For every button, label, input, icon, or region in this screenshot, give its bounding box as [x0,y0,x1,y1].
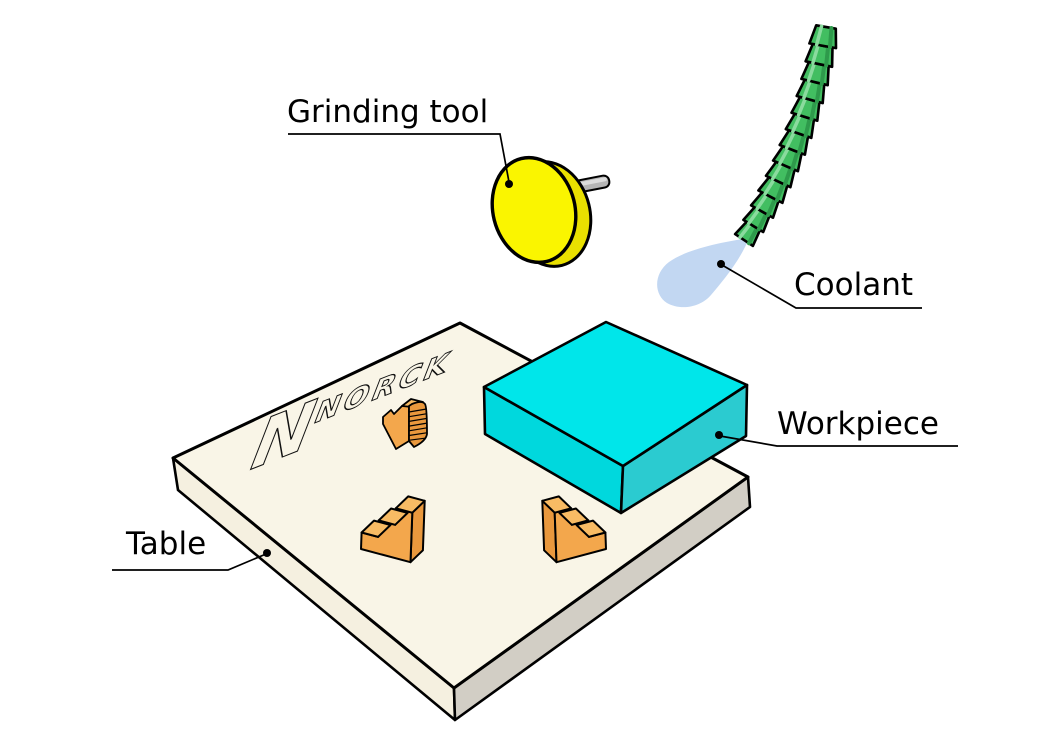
hose-segment-shade [770,162,784,181]
hose-segment-shade [778,146,790,166]
step-block-top-face [575,519,607,538]
hose-segment-shade [790,150,800,171]
step-block-top-face [377,507,409,526]
workpiece-leader-dot [715,431,723,439]
hose-segment-shade [782,166,793,187]
hose-segment-shade [824,44,831,68]
grinding-tool-leader-dot [505,180,513,188]
step-block-top-face [541,495,573,514]
hose-segment-shade [756,211,769,232]
hose-segment-shade [802,79,812,100]
hose-segment-shade [738,222,753,240]
grinding-tool-leader-line [288,133,510,183]
grinding-tool-group [490,155,611,268]
coolant-label: Coolant [794,267,913,303]
hose-segment-shade [796,96,808,117]
hose-segment-shade [755,192,769,211]
step-block-left [360,495,426,564]
grinding-tool-label: Grinding tool [287,94,489,130]
hose-segment-shade [774,182,786,203]
serration-ridges [408,408,428,441]
step-block-top-face [360,519,392,538]
step-block-right [541,495,607,564]
hose-segment-shade [814,81,822,104]
grinder-shaft-highlight [575,177,607,187]
coolant-leader-line [721,264,922,309]
table-label: Table [126,526,207,562]
hose-segment-shade [803,116,812,138]
hose-segment-shade [797,133,806,155]
hose-segment-shade [814,24,824,47]
hose-segment-shade [806,61,817,83]
hose-segment-shade [819,63,827,86]
hose-segment-shade [791,113,802,134]
grinding-wheel-face [490,155,578,265]
hose-segment-shade [747,207,761,225]
hose-segment-shade [827,25,834,50]
step-block-top-face [394,495,426,514]
hose-segment-shade [763,177,776,196]
step-block-top-face [558,507,590,526]
coolant-leader-dot [717,260,725,268]
serrated-step-block [382,398,428,450]
coolant-hose [733,23,838,248]
hose-segment-shade [809,99,817,121]
table-leader-line [112,553,267,571]
hose-segment-shade [811,43,821,65]
workpiece-top-face [482,320,749,468]
leader-lines [112,133,958,571]
workpiece-label: Workpiece [777,406,939,442]
workpiece-leader-line [719,435,958,447]
workpiece-group [482,320,749,515]
hose-segment-shade [746,226,759,246]
hose-segment-shade [766,197,777,217]
coolant-spray [657,238,749,308]
table-leader-dot [263,549,271,557]
leader-dots [263,180,725,557]
hose-segment-shade [784,130,797,150]
